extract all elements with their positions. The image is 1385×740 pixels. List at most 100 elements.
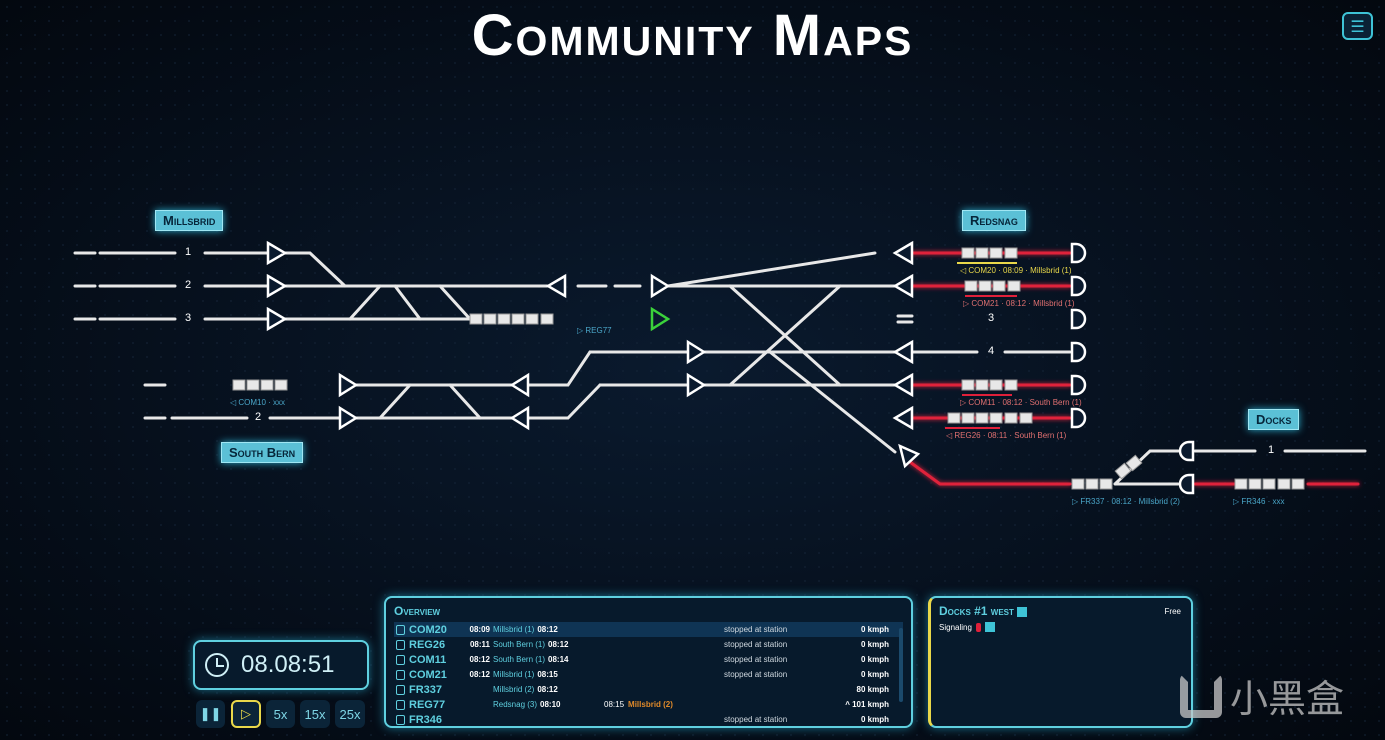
train-status: stopped at station	[724, 715, 788, 724]
track-number: 1	[1268, 444, 1275, 456]
arrival-time: 08:12	[537, 685, 558, 694]
overview-scrollbar[interactable]	[899, 628, 903, 702]
signal-green-icon[interactable]	[650, 306, 671, 332]
pause-button[interactable]: ❚❚	[196, 700, 225, 728]
train-id: COM21	[409, 668, 447, 681]
docks-panel: Docks #1 west Free Signaling	[928, 596, 1193, 728]
track-docks	[1113, 449, 1367, 486]
play-button[interactable]: ▷	[231, 700, 261, 728]
destination: South Bern (1)	[493, 640, 546, 649]
train-id: REG26	[409, 638, 446, 651]
destination: Millsbrid (2)	[493, 685, 535, 694]
clock-time: 08.08:51	[241, 651, 335, 678]
track-number: 4	[988, 345, 995, 357]
train-label-fr346[interactable]: ▷ FR346 · xxx	[1233, 497, 1285, 506]
train-id: COM20	[409, 623, 447, 636]
train-icon	[396, 699, 405, 710]
track-south-bern	[143, 350, 602, 420]
destination: Millsbrid (1)	[493, 625, 535, 634]
departure-time: 08:11	[469, 640, 490, 649]
train-label-reg26[interactable]: ◁ REG26 · 08:11 · South Bern (1)	[946, 431, 1067, 440]
next-station: Millsbrid (2)	[628, 700, 673, 709]
arrival-time: 08:15	[537, 670, 558, 679]
arrival-time: 08:12	[548, 640, 569, 649]
signal-red-icon	[975, 622, 981, 632]
clock-icon	[205, 653, 229, 677]
speed-25x-button[interactable]: 25x	[335, 700, 365, 728]
speed-5x-button[interactable]: 5x	[266, 700, 295, 728]
track-number: 2	[185, 279, 192, 291]
train-speed: 0 kmph	[860, 625, 889, 634]
train-label-com20[interactable]: ◁ COM20 · 08:09 · Millsbrid (1)	[960, 266, 1072, 275]
station-label-docks[interactable]: Docks	[1248, 409, 1300, 430]
track-number: 3	[988, 312, 995, 324]
overview-row[interactable]: FR346 stopped at station 0 kmph	[394, 712, 903, 726]
train-icon	[396, 639, 405, 650]
train-icon	[396, 714, 405, 725]
train-label-fr337[interactable]: ▷ FR337 · 08:12 · Millsbrid (2)	[1072, 497, 1180, 506]
train-label-com11[interactable]: ▷ COM11 · 08:12 · South Bern (1)	[960, 398, 1082, 407]
refresh-icon[interactable]	[984, 622, 995, 632]
docks-state: Free	[1164, 607, 1181, 616]
departure-time: 08:12	[469, 655, 490, 664]
station-label-south-bern[interactable]: South Bern	[221, 442, 304, 463]
train-id: COM11	[409, 653, 447, 666]
signal-icons[interactable]	[266, 240, 1195, 495]
departure-time: 08:09	[469, 625, 490, 634]
watermark: 小黑盒	[1180, 668, 1344, 723]
track-number: 3	[185, 312, 192, 324]
overview-row[interactable]: COM11 08:12 South Bern (1) 08:14 stopped …	[394, 652, 903, 667]
train-status: stopped at station	[724, 655, 788, 664]
train-com21	[964, 280, 1021, 292]
train-status: stopped at station	[724, 625, 788, 634]
signal-bars-icon	[896, 314, 914, 324]
speed-15x-button[interactable]: 15x	[300, 700, 330, 728]
station-label-redsnag[interactable]: Redsnag	[962, 210, 1026, 231]
page-title: Community Maps	[471, 3, 914, 68]
train-progress-bars	[945, 262, 1017, 429]
train-speed: 0 kmph	[860, 715, 889, 724]
destination: South Bern (1)	[493, 655, 546, 664]
destination: Redsnag (3)	[493, 700, 538, 709]
track-millsbrid-1	[73, 251, 422, 321]
destination: Millsbrid (1)	[493, 670, 535, 679]
train-label-reg77[interactable]: ▷ REG77	[577, 326, 612, 335]
menu-button[interactable]: ☰	[1342, 12, 1373, 40]
edit-icon[interactable]	[1016, 606, 1027, 617]
train-speed: 80 kmph	[856, 685, 889, 694]
track-number: 1	[185, 246, 192, 258]
train-label-com10[interactable]: ◁ COM10 · xxx	[230, 398, 286, 407]
train-label-com21[interactable]: ▷ COM21 · 08:12 · Millsbrid (1)	[963, 299, 1075, 308]
overview-row[interactable]: FR337 Millsbrid (2) 08:12 80 kmph	[394, 682, 903, 697]
overview-panel: Overview COM20 08:09 Millsbrid (1) 08:12…	[384, 596, 913, 728]
list-icon: ☰	[1350, 16, 1365, 36]
train-icon	[396, 624, 405, 635]
train-speed: ^ 101 kmph	[845, 700, 889, 709]
overview-row[interactable]: COM20 08:09 Millsbrid (1) 08:12 stopped a…	[394, 622, 903, 637]
train-icon	[396, 669, 405, 680]
watermark-text: 小黑盒	[1230, 677, 1345, 721]
train-com11	[961, 379, 1018, 391]
station-label-millsbrid[interactable]: Millsbrid	[155, 210, 224, 231]
arrival-time: 08:12	[537, 625, 558, 634]
arrival-time: 08:14	[548, 655, 569, 664]
train-com10	[232, 379, 288, 391]
train-reg77	[469, 313, 554, 325]
train-reg26	[947, 412, 1033, 424]
train-id: FR346	[409, 713, 443, 726]
train-com20	[961, 247, 1018, 259]
trains[interactable]	[232, 247, 1305, 490]
train-speed: 0 kmph	[860, 640, 889, 649]
train-fr346	[1234, 478, 1305, 490]
train-id: REG77	[409, 698, 446, 711]
crossovers	[588, 251, 897, 454]
train-speed: 0 kmph	[860, 655, 889, 664]
train-status: stopped at station	[724, 670, 788, 679]
watermark-logo-icon	[1180, 673, 1222, 718]
train-id: FR337	[409, 683, 443, 696]
next-time: 08:15	[604, 700, 625, 709]
